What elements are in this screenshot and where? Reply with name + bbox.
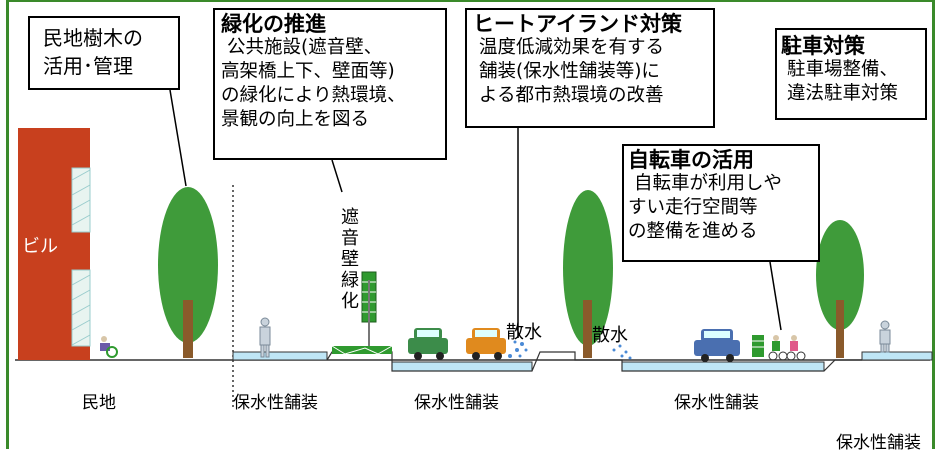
- soundwall-char: 壁: [341, 249, 359, 270]
- sprinkle-label-1: 散水: [506, 322, 542, 343]
- pointer-bicycle: [769, 261, 782, 331]
- soundwall-char: 化: [341, 291, 359, 312]
- pavement-1: [232, 351, 328, 361]
- pavement-2: [391, 361, 533, 372]
- building-label: ビル: [22, 236, 58, 257]
- ground-label-pave-3: 保水性舗装: [674, 393, 759, 413]
- callout-line: 違法駐車対策: [787, 83, 899, 104]
- soundwall-char: 音: [341, 228, 359, 249]
- callout-line: 自転車が利用しや: [634, 173, 782, 194]
- soundwall-char: 緑: [341, 270, 359, 291]
- callout-line: 公共施設(遮音壁、: [227, 37, 383, 58]
- sprinkle-label-2: 散水: [592, 325, 628, 346]
- callout-parking: 駐車対策 駐車場整備、 違法駐車対策: [775, 28, 927, 120]
- callout-line: の緑化により熱環境、: [221, 85, 406, 106]
- pavement-4: [861, 351, 933, 361]
- callout-private-trees: 民地樹木の 活用･管理: [28, 16, 180, 90]
- frame-left-border: [6, 0, 9, 449]
- callout-title: 緑化の推進: [221, 12, 326, 36]
- ground-label-private: 民地: [82, 393, 116, 413]
- cyclists: [768, 335, 806, 361]
- car-blue: [694, 329, 740, 362]
- callout-bicycle: 自転車の活用 自転車が利用しや すい走行空間等 の整備を進める: [622, 144, 820, 262]
- soundwall: [331, 271, 393, 355]
- ground-label-pave-1: 保水性舗装: [233, 393, 318, 413]
- pedestrian-2: [879, 320, 891, 353]
- callout-line: よる都市熱環境の改善: [479, 85, 664, 106]
- sprinkle-2: [612, 344, 632, 360]
- soundwall-char: 遮: [341, 207, 359, 228]
- pavement-3: [621, 361, 825, 372]
- callout-line: 温度低減効果を有する: [479, 37, 665, 58]
- callout-line: すい走行空間等: [628, 197, 758, 218]
- callout-line: 景観の向上を図る: [221, 109, 370, 130]
- ground-label-pave-4: 保水性舗装: [836, 433, 921, 453]
- car-green: [408, 328, 448, 360]
- callout-line: の整備を進める: [628, 221, 758, 242]
- callout-line: 駐車場整備、: [787, 59, 899, 80]
- building-window-lower: [71, 269, 91, 347]
- callout-heat-island: ヒートアイランド対策 温度低減効果を有する 舗装(保水性舗装等)に よる都市熱環…: [465, 8, 715, 128]
- callout-line: 民地樹木の: [43, 26, 143, 50]
- pedestrian-1: [259, 317, 271, 358]
- callout-greening: 緑化の推進 公共施設(遮音壁、 高架橋上下、壁面等) の緑化により熱環境、 景観…: [213, 8, 447, 160]
- callout-line: 舗装(保水性舗装等)に: [479, 61, 660, 82]
- callout-title: 自転車の活用: [628, 148, 754, 172]
- ground-label-pave-2: 保水性舗装: [414, 393, 499, 413]
- frame-top-border: [6, 0, 935, 2]
- callout-line: 高架橋上下、壁面等): [221, 61, 395, 82]
- callout-title: ヒートアイランド対策: [473, 12, 682, 36]
- callout-title: 駐車対策: [781, 34, 865, 58]
- building-window-upper: [71, 167, 91, 233]
- car-orange: [466, 328, 506, 360]
- bicycle-rack: [752, 335, 764, 357]
- tree-1: [158, 187, 218, 358]
- sprinkle-1: [508, 340, 528, 358]
- frame-right-border: [932, 0, 935, 449]
- tree-3: [816, 220, 864, 358]
- pointer-greening: [331, 159, 343, 193]
- tree-2: [563, 190, 613, 358]
- window-hatch: [71, 169, 91, 346]
- pointer-private-trees: [169, 89, 187, 187]
- callout-line: 活用･管理: [43, 54, 133, 78]
- soundwall-label: 遮 音 壁 緑 化: [339, 207, 361, 312]
- wheelchair-user: [100, 336, 118, 358]
